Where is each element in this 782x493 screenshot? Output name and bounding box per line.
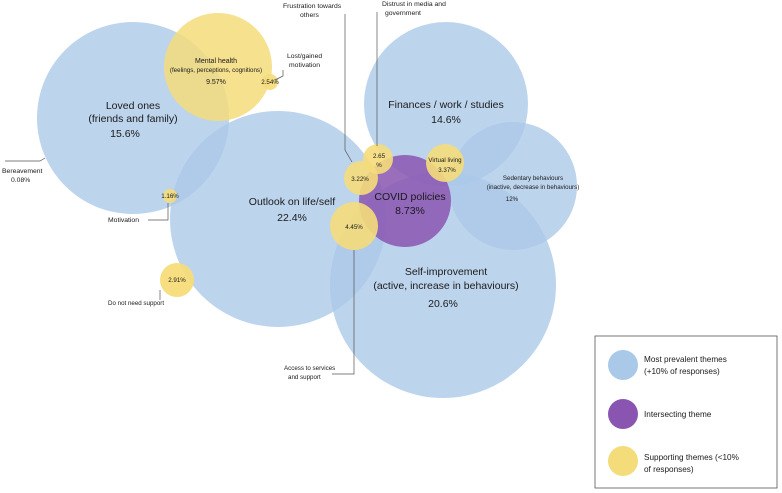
lost-motivation-callout: Lost/gained bbox=[287, 53, 322, 60]
outlook-label: Outlook on life/self bbox=[249, 196, 335, 208]
leader-frustration bbox=[344, 14, 353, 163]
frustration-value: 3.22% bbox=[351, 176, 369, 183]
legend-prevalent-sublabel: (+10% of responses) bbox=[644, 367, 720, 376]
self-improvement-value: 20.6% bbox=[428, 298, 458, 310]
mental-health-label: Mental health bbox=[195, 58, 237, 65]
finances-label: Finances / work / studies bbox=[388, 99, 504, 111]
no-support-value: 2.91% bbox=[168, 277, 186, 284]
legend-supporting-sublabel: of responses) bbox=[644, 465, 694, 474]
distrust-value-unit: % bbox=[376, 162, 382, 169]
legend-intersecting-label: Intersecting theme bbox=[644, 410, 712, 419]
access-callout: Access to services bbox=[284, 365, 335, 372]
loved-ones-value: 15.6% bbox=[110, 128, 140, 140]
bubble-outlook bbox=[170, 111, 386, 327]
covid-label: COVID policies bbox=[374, 191, 445, 203]
bubble-covid bbox=[359, 155, 451, 247]
mental-health-sublabel: (feelings, perceptions, cognitions) bbox=[170, 67, 262, 74]
leader-access bbox=[332, 250, 355, 375]
legend-prevalent-swatch bbox=[608, 350, 638, 380]
distrust-callout: Distrust in media and bbox=[382, 1, 446, 8]
virtual-value: 3.37% bbox=[438, 167, 456, 174]
finances-value: 14.6% bbox=[431, 114, 461, 126]
mental-health-value: 9.57% bbox=[206, 79, 226, 86]
lost-motivation-value: 2.54% bbox=[261, 79, 279, 86]
motivation-callout: Motivation bbox=[108, 217, 139, 224]
no-support-callout: Do not need support bbox=[108, 300, 164, 307]
bereavement-callout-value: 0.08% bbox=[11, 177, 30, 184]
self-improvement-sublabel: (active, increase in behaviours) bbox=[373, 280, 518, 292]
bubble-motivation bbox=[163, 189, 177, 203]
loved-ones-label: Loved ones bbox=[106, 100, 160, 112]
bereavement-callout: Bereavement bbox=[2, 168, 43, 175]
distrust-callout-2: government bbox=[385, 10, 421, 17]
self-improvement-label: Self-improvement bbox=[405, 266, 487, 278]
legend: Most prevalent themes (+10% of responses… bbox=[594, 335, 778, 489]
sedentary-value: 12% bbox=[506, 196, 519, 203]
bubble-lost-motivation bbox=[262, 74, 278, 90]
bubble-no-support bbox=[160, 263, 194, 297]
loved-ones-sublabel: (friends and family) bbox=[88, 113, 177, 125]
leader-motivation bbox=[148, 203, 169, 221]
motivation-value: 1.16% bbox=[161, 193, 179, 200]
distrust-value: 2.65 bbox=[373, 153, 386, 160]
leader-lost-motivation bbox=[274, 70, 284, 81]
bubble-virtual bbox=[426, 144, 464, 182]
bubble-frustration bbox=[344, 161, 378, 195]
legend-supporting-swatch bbox=[608, 446, 638, 476]
legend-prevalent-label: Most prevalent themes bbox=[644, 355, 727, 364]
bubble-sedentary bbox=[449, 122, 577, 250]
virtual-label: Virtual living bbox=[428, 157, 462, 164]
bubble-access bbox=[330, 202, 378, 250]
leader-bereavement bbox=[5, 157, 46, 162]
covid-value: 8.73% bbox=[395, 205, 425, 217]
frustration-callout: Frustration towards bbox=[283, 3, 342, 10]
access-value: 4.45% bbox=[345, 224, 363, 231]
lost-motivation-callout-2: motivation bbox=[289, 62, 320, 69]
outlook-value: 22.4% bbox=[277, 212, 307, 224]
access-callout-2: and support bbox=[288, 374, 321, 381]
sedentary-sublabel: (inactive, decrease in behaviours) bbox=[487, 184, 580, 191]
legend-supporting-label: Supporting themes (<10% bbox=[644, 453, 739, 462]
frustration-callout-2: others bbox=[300, 12, 319, 19]
legend-intersecting-swatch bbox=[608, 399, 638, 429]
sedentary-label: Sedentary behaviours bbox=[503, 175, 563, 182]
bubble-mental-health bbox=[164, 13, 272, 121]
